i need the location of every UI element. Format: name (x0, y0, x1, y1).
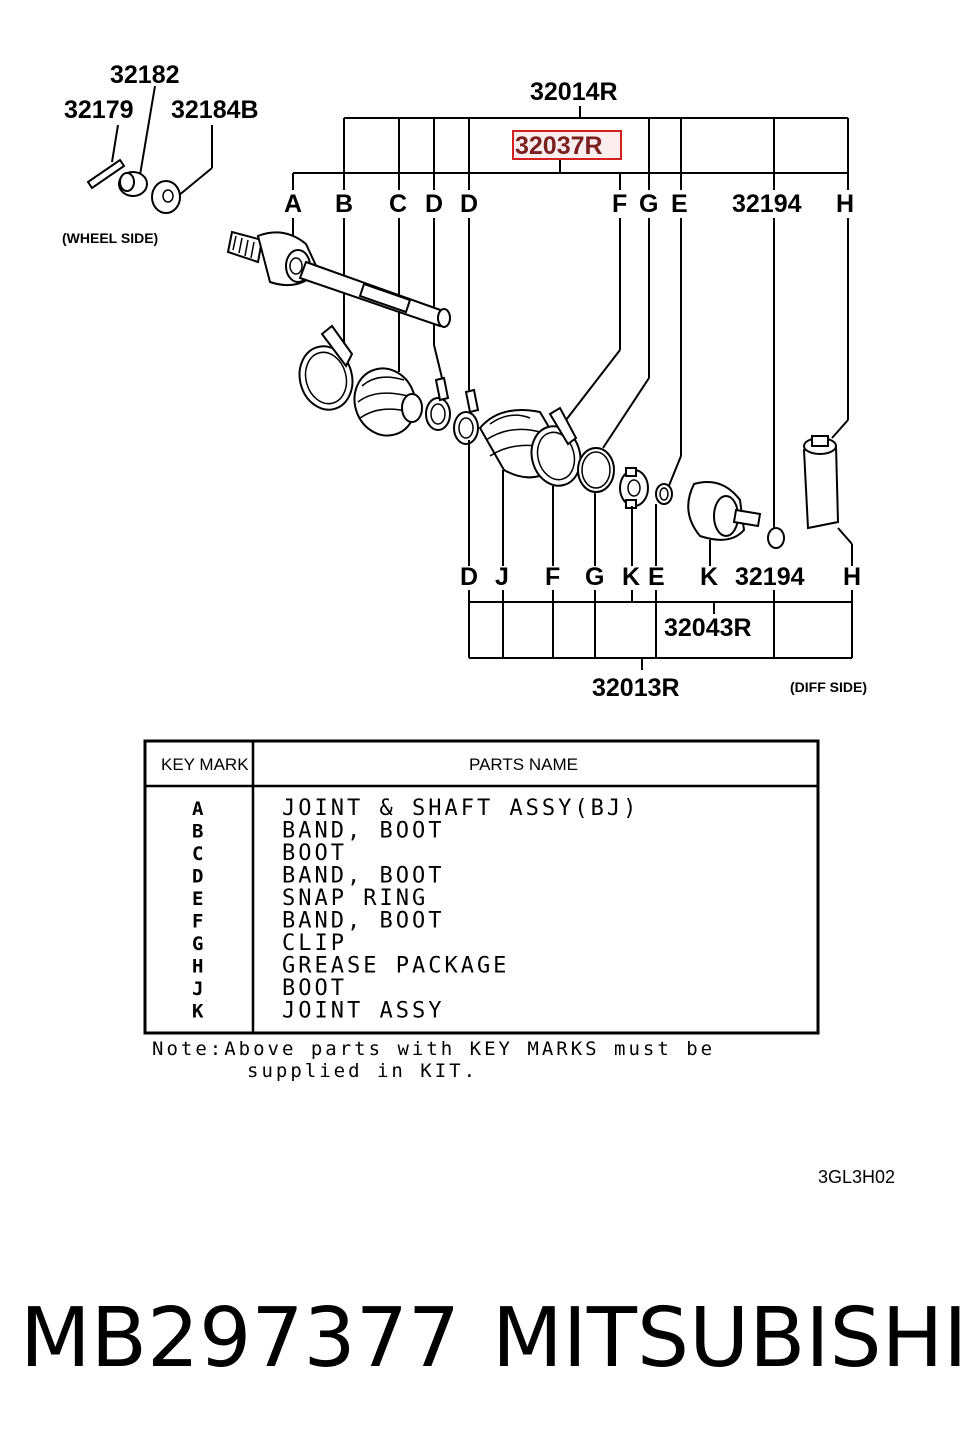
note-line-1: Note:Above parts with KEY MARKS must be (152, 1038, 715, 1060)
table-row-name: BAND, BOOT (282, 909, 444, 934)
table-rows: A JOINT & SHAFT ASSY(BJ) B BAND, BOOT C BOOT D… (192, 796, 639, 1024)
wheel-side-label: (WHEEL SIDE) (62, 230, 158, 246)
callout-32014r[interactable]: 32014R (530, 78, 618, 106)
table-row-name: BAND, BOOT (282, 819, 444, 844)
bottom-letter-e: E (648, 563, 665, 591)
bottom-letter-h: H (843, 563, 861, 591)
top-letter-b: B (335, 190, 353, 218)
snap-ring-e-icon (655, 483, 673, 505)
callout-32194-top[interactable]: 32194 (732, 190, 802, 218)
table-row-key: D (192, 866, 203, 888)
table-row-name: BOOT (282, 976, 347, 1001)
table-row-name: BOOT (282, 841, 347, 866)
note-line-2: supplied in KIT. (247, 1060, 478, 1082)
top-letter-c: C (389, 190, 407, 218)
callout-32179[interactable]: 32179 (64, 96, 134, 124)
callout-32182[interactable]: 32182 (110, 61, 180, 89)
table-row-key: G (192, 933, 203, 955)
table-row-name: JOINT ASSY (282, 999, 444, 1024)
grease-package-h-icon (802, 435, 840, 530)
callout-32037r[interactable]: 32037R (515, 132, 603, 160)
table-row-key: K (192, 1001, 204, 1023)
table-header-key: KEY MARK (161, 755, 249, 774)
table-row-key: E (192, 888, 203, 910)
band-boot-d-icon (425, 376, 480, 445)
top-letter-h: H (836, 190, 854, 218)
band-boot-f-icon (530, 406, 582, 487)
table-row-key: A (192, 798, 204, 820)
table-row-key: C (192, 843, 203, 865)
bottom-letter-j: J (495, 563, 509, 591)
table-row-key: H (192, 956, 203, 978)
table-row-name: JOINT & SHAFT ASSY(BJ) (282, 796, 639, 821)
table-row-key: F (192, 911, 203, 933)
bottom-letter-d: D (460, 563, 478, 591)
bottom-letter-k: K (622, 563, 640, 591)
washer-icon (151, 180, 181, 214)
bottom-leader-lines (468, 440, 853, 566)
ring-32194-icon (767, 527, 785, 549)
top-leader-lines (292, 218, 849, 530)
bottom-letter-k-2: K (700, 563, 718, 591)
joint-shaft-assy-icon (226, 230, 451, 328)
top-letter-g: G (639, 190, 658, 218)
joint-spider-icon (619, 467, 649, 509)
table-row-name: BAND, BOOT (282, 864, 444, 889)
bottom-letter-f: F (545, 563, 560, 591)
bottom-letter-g: G (585, 563, 604, 591)
table-header-name: PARTS NAME (469, 755, 578, 774)
table-row-key: B (192, 821, 203, 843)
key-mark-table (143, 739, 820, 1035)
clip-g-icon (577, 447, 615, 493)
bracket-32043r (468, 590, 853, 658)
top-letter-f: F (612, 190, 627, 218)
top-letter-d-2: D (460, 190, 478, 218)
bracket-32014r (343, 106, 849, 190)
diagram-code: 3GL3H02 (818, 1167, 895, 1187)
highlight-box (512, 130, 622, 160)
callout-32194-bottom[interactable]: 32194 (735, 563, 805, 591)
table-row-name: SNAP RING (282, 886, 428, 911)
table-row-name: CLIP (282, 931, 347, 956)
part-number: MB297377 (20, 1291, 460, 1386)
callout-32013r[interactable]: 32013R (592, 674, 680, 702)
wheel-side-small-parts (86, 85, 213, 214)
table-row-key: J (192, 978, 203, 1000)
top-letter-e: E (671, 190, 688, 218)
band-boot-b-icon (298, 324, 354, 411)
bracket-32037r (292, 160, 848, 190)
cotter-pin-icon (86, 158, 126, 190)
bracket-32013r (469, 657, 852, 670)
boot-c-icon (353, 367, 423, 437)
top-letter-a: A (284, 190, 302, 218)
diff-side-label: (DIFF SIDE) (790, 679, 867, 695)
joint-assy-k-icon (687, 481, 762, 541)
brand-name: MITSUBISHI (492, 1291, 960, 1386)
callout-32184b[interactable]: 32184B (171, 96, 259, 124)
table-row-name: GREASE PACKAGE (282, 954, 509, 979)
callout-32043r[interactable]: 32043R (664, 614, 752, 642)
top-letter-d: D (425, 190, 443, 218)
